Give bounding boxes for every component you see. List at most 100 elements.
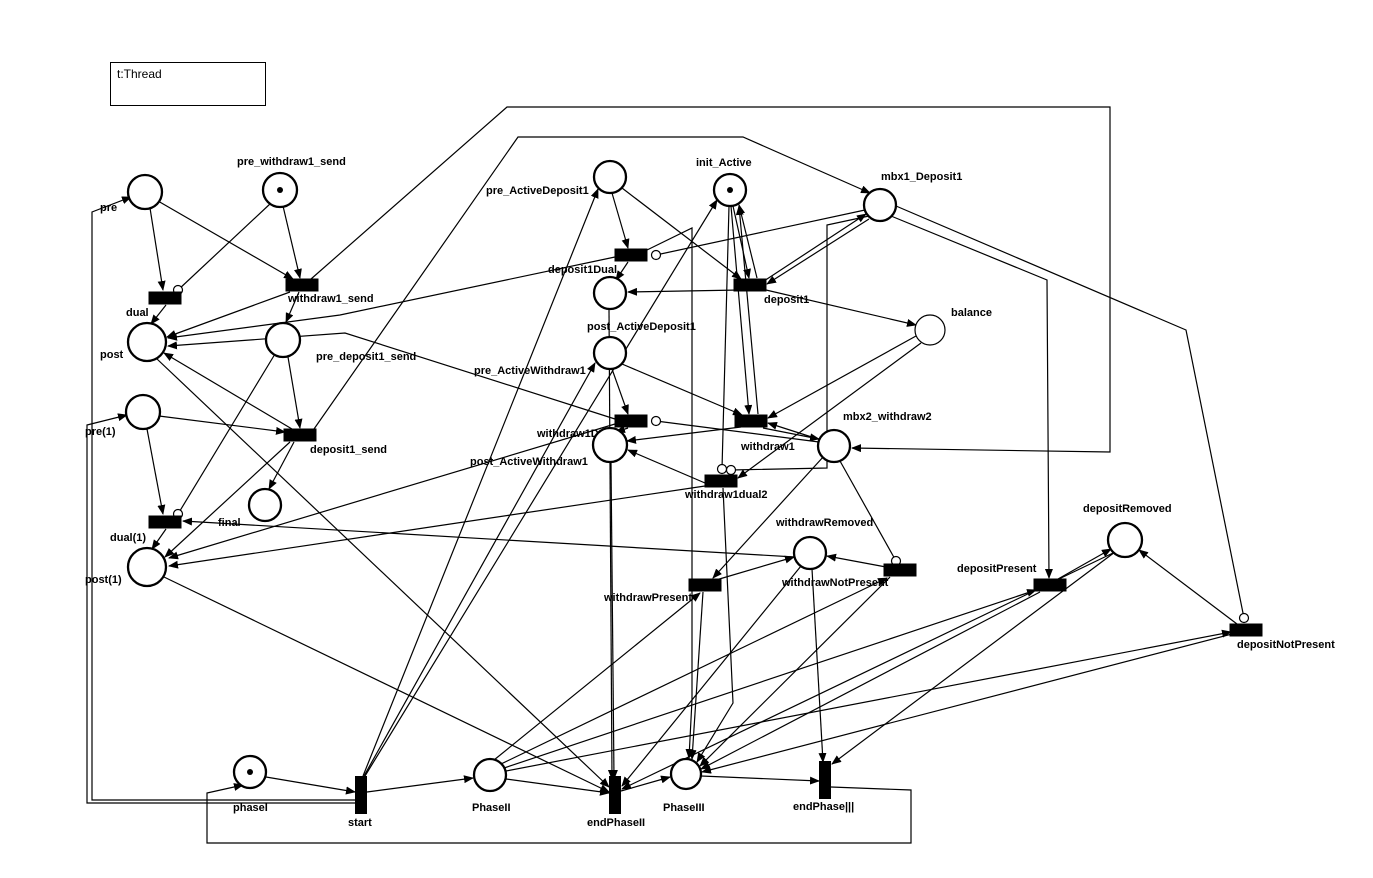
arc-deposit1-to-init_Active[interactable] <box>737 204 758 279</box>
arc-init_Active-to-deposit1[interactable] <box>732 205 751 279</box>
arc-deposit1-to-mbx1_Deposit1[interactable] <box>763 213 867 282</box>
arc-post1-to-endPhaseII[interactable] <box>163 576 610 793</box>
arc-pre-to-withdraw1_send[interactable] <box>157 200 294 280</box>
transition-withdrawPresent[interactable]: withdrawPresent <box>603 578 722 605</box>
transition-endPhaseII[interactable]: endPhaseII <box>587 776 645 829</box>
transition-start[interactable]: start <box>348 776 372 829</box>
arc-dual1-to-post1[interactable] <box>151 528 167 550</box>
place-pre_ActiveWithdraw1[interactable]: pre_ActiveWithdraw1 <box>474 335 628 377</box>
arc-withdraw1-to-post_ActiveWithdraw1[interactable] <box>626 426 742 444</box>
arc-endPhaseIII-to-phaseI[interactable] <box>206 783 912 844</box>
arc-mbx2_withdraw2-to-withdrawPresent[interactable] <box>712 455 825 579</box>
arc-withdrawRemoved-to-dual1[interactable] <box>182 517 796 558</box>
arc-balance-to-withdraw1dual2[interactable] <box>737 342 922 479</box>
arc-withdrawPresent-to-withdrawRemoved[interactable] <box>715 555 795 581</box>
arc-depositNotPresent-to-depositRemoved[interactable] <box>1138 549 1238 625</box>
arc-depositNotPresent-to-PhaseIII[interactable] <box>701 633 1233 774</box>
arc-withdraw1Dual-to-post1[interactable] <box>168 423 616 560</box>
place-post_ActiveWithdraw1[interactable]: post_ActiveWithdraw1 <box>470 426 629 468</box>
transition-withdraw1Dual[interactable]: withdraw1Dual <box>536 414 648 441</box>
arc-mbx1_Deposit1-to-withdraw1dual2[interactable] <box>730 215 870 471</box>
place-balance[interactable]: balance <box>914 307 992 346</box>
arc-pre_deposit1_send-to-deposit1_send[interactable] <box>287 356 303 429</box>
transition-dual[interactable]: dual <box>126 291 182 320</box>
arc-PhaseII-to-depositPresent[interactable] <box>503 589 1037 769</box>
place-phaseI[interactable]: phaseI <box>232 754 268 814</box>
place-pre_ActiveDeposit1[interactable]: pre_ActiveDeposit1 <box>486 159 628 197</box>
arc-withdraw1_send-to-pre_deposit1_send[interactable] <box>285 291 300 323</box>
place-pre_withdraw1_send[interactable]: pre_withdraw1_send <box>237 156 346 209</box>
transition-depositPresent[interactable]: depositPresent <box>957 563 1067 592</box>
arc-dual-to-post[interactable] <box>150 304 167 325</box>
arc-withdrawRemoved-to-endPhaseIII[interactable] <box>811 568 827 763</box>
arc-withdrawPresent-to-PhaseIII[interactable] <box>688 591 704 760</box>
arc-mbx1_Deposit1-to-deposit1[interactable] <box>766 218 870 285</box>
arc-post_ActiveWithdraw1-to-endPhaseII[interactable] <box>609 461 618 780</box>
arc-withdraw1_send-to-post[interactable] <box>166 291 291 338</box>
place-PhaseIII[interactable]: PhaseIII <box>663 757 705 814</box>
arc-deposit1_send-to-post[interactable] <box>163 352 293 430</box>
arc-deposit1_send-to-mbx1_Deposit1[interactable] <box>313 136 871 430</box>
arc-PhaseII-to-withdrawPresent[interactable] <box>493 592 701 761</box>
place-post_ActiveDeposit1[interactable]: post_ActiveDeposit1 <box>587 275 696 333</box>
arc-withdraw1dual2-to-post_ActiveWithdraw1[interactable] <box>627 449 706 484</box>
arc-PhaseII-to-endPhaseII[interactable] <box>505 778 610 796</box>
arc-withdraw1dual2-to-post1[interactable] <box>168 485 706 569</box>
place-withdrawRemoved[interactable]: withdrawRemoved <box>775 517 873 571</box>
arc-pre1-to-deposit1_send[interactable] <box>158 415 286 435</box>
arc-depositPresent-to-depositRemoved[interactable] <box>1057 548 1112 580</box>
place-init_Active[interactable]: init_Active <box>696 157 752 208</box>
arc-deposit1Dual-to-PhaseIII[interactable] <box>646 227 694 759</box>
arc-withdraw1Dual-to-post[interactable] <box>167 332 616 420</box>
transition-deposit1_send[interactable]: deposit1_send <box>283 428 388 457</box>
arc-start-to-pre_ActiveDeposit1[interactable] <box>362 188 599 777</box>
arc-pre_withdraw1_send-to-withdraw1_send[interactable] <box>282 205 302 279</box>
arc-start-to-pre_ActiveWithdraw1[interactable] <box>363 362 596 777</box>
arc-start-to-pre1[interactable] <box>86 413 356 804</box>
arc-PhaseII-to-withdrawNotPresent[interactable] <box>500 577 888 765</box>
arc-post-to-endPhaseII[interactable] <box>156 358 610 788</box>
arc-depositRemoved-to-endPhaseIII[interactable] <box>831 551 1116 765</box>
arc-withdraw1-to-init_Active[interactable] <box>735 205 759 415</box>
arc-start-to-pre[interactable] <box>91 196 356 801</box>
arc-deposit1_send-to-post1[interactable] <box>164 441 291 558</box>
arc-init_Active-to-withdraw1dual2[interactable] <box>721 205 730 470</box>
arc-mbx1_Deposit1-to-deposit1Dual[interactable] <box>655 209 866 256</box>
transition-depositNotPresent[interactable]: depositNotPresent <box>1229 623 1336 652</box>
arc-phaseI-to-start[interactable] <box>265 776 356 795</box>
arc-deposit1_send-to-final[interactable] <box>268 441 295 490</box>
arc-deposit1Dual-to-post_ActiveDeposit1[interactable] <box>615 261 629 281</box>
arc-pre_deposit1_send-to-dual1[interactable] <box>177 353 276 515</box>
arc-PhaseIII-to-endPhaseIII[interactable] <box>700 775 820 785</box>
place-mbx1_Deposit1[interactable]: mbx1_Deposit1 <box>862 171 962 223</box>
place-mbx2_withdraw2[interactable]: mbx2_withdraw2 <box>816 411 932 464</box>
transition-deposit1[interactable]: deposit1 <box>733 278 810 307</box>
arc-balance-to-withdraw1[interactable] <box>767 335 917 419</box>
arc-mbx1_Deposit1-to-depositNotPresent[interactable] <box>895 205 1245 619</box>
place-depositRemoved[interactable]: depositRemoved <box>1083 503 1172 559</box>
place-post1[interactable]: post(1) <box>85 546 168 588</box>
arc-withdrawNotPresent-to-PhaseIII[interactable] <box>699 576 891 767</box>
arc-depositPresent-to-PhaseIII[interactable] <box>700 591 1041 770</box>
arc-pre_ActiveWithdraw1-to-withdraw1[interactable] <box>621 363 743 416</box>
place-post[interactable]: post <box>100 321 168 363</box>
place-final[interactable]: final <box>218 487 283 529</box>
arc-mbx2_withdraw2-to-withdrawNotPresent[interactable] <box>839 460 897 562</box>
thread-frame[interactable]: t:Thread <box>110 62 266 106</box>
place-pre_deposit1_send[interactable]: pre_deposit1_send <box>264 321 416 363</box>
arc-post_ActiveDeposit1-to-endPhaseII[interactable] <box>607 308 616 780</box>
arc-mbx1_Deposit1-to-depositPresent[interactable] <box>890 215 1053 579</box>
transition-withdraw1dual2[interactable]: withdraw1dual2 <box>684 474 768 502</box>
arc-pre_ActiveDeposit1-to-deposit1Dual[interactable] <box>611 192 630 249</box>
place-pre1[interactable]: pre(1) <box>85 393 162 438</box>
arc-withdrawRemoved-to-endPhaseII[interactable] <box>621 565 802 787</box>
arc-pre_withdraw1_send-to-dual[interactable] <box>177 202 272 291</box>
arc-pre_ActiveWithdraw1-to-withdraw1Dual[interactable] <box>611 368 629 415</box>
transition-endPhaseIII[interactable]: endPhase||| <box>793 761 854 813</box>
arc-pre-to-dual[interactable] <box>149 207 166 291</box>
arc-pre1-to-dual1[interactable] <box>146 428 166 515</box>
arc-deposit1-to-post_ActiveDeposit1[interactable] <box>627 287 741 296</box>
transition-withdrawNotPresent[interactable]: withdrawNotPresent <box>781 563 917 590</box>
arc-withdraw1-to-mbx2_withdraw2[interactable] <box>762 427 820 442</box>
arc-start-to-PhaseII[interactable] <box>366 775 474 793</box>
